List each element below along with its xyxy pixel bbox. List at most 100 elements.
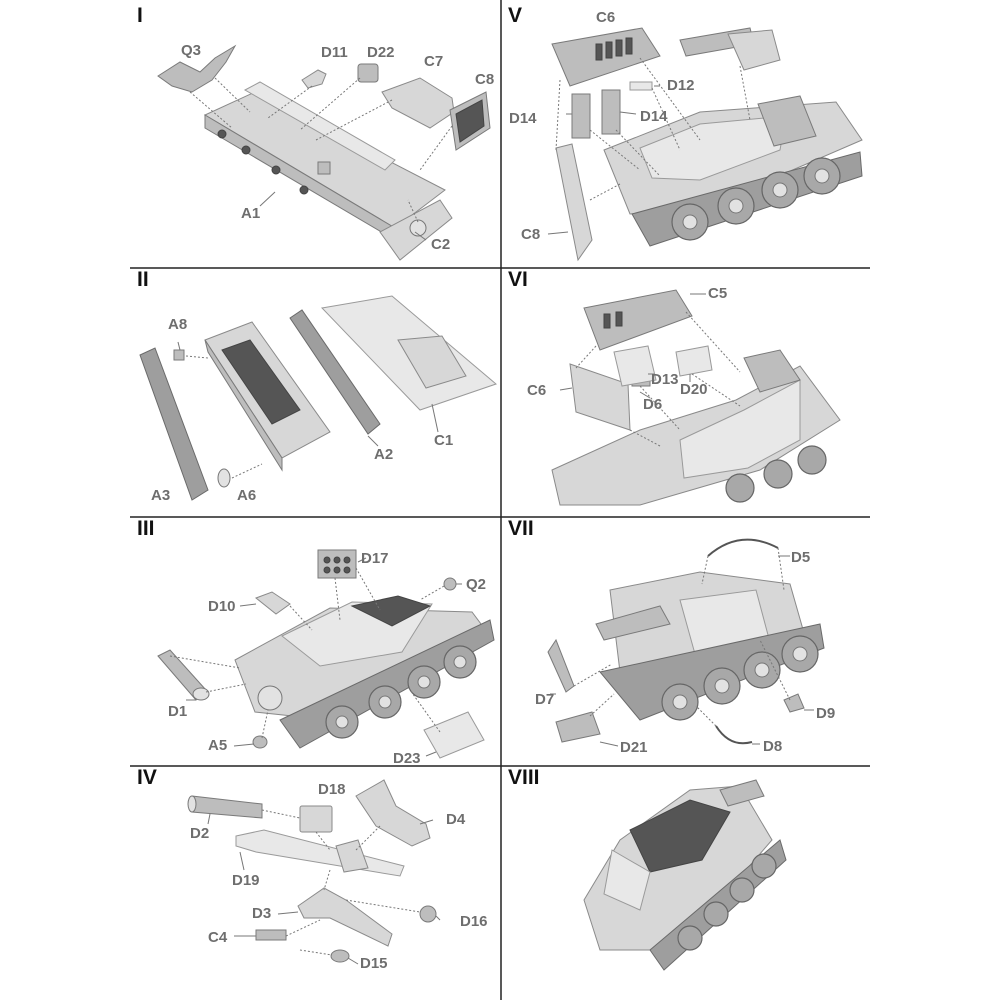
step-number: V: [508, 4, 522, 27]
label-d11: D11: [321, 44, 348, 61]
leader-lines-step-2: [177, 341, 439, 479]
part-d23-drawing: [423, 711, 485, 759]
step-number: I: [137, 4, 143, 27]
finished-vehicle-drawing: [583, 779, 787, 971]
part-d20-drawing: [675, 345, 713, 377]
step-6-panel: VI C5: [508, 268, 841, 506]
label-d15: D15: [360, 955, 388, 972]
part-d21-drawing: [555, 711, 601, 743]
part-c6-drawing: [551, 27, 661, 87]
step-3-panel: III: [137, 517, 495, 767]
leader-lines-step-4: [207, 809, 441, 965]
part-d7-drawing: [547, 638, 575, 693]
label-d23: D23: [393, 750, 421, 767]
part-a8-drawing: [173, 349, 185, 361]
track-a3-drawing: [139, 347, 209, 501]
leader-lines-step-1: [189, 77, 453, 241]
part-d2-drawing: [187, 795, 263, 819]
part-c7-drawing: [381, 77, 455, 129]
label-a3: A3: [151, 487, 170, 504]
step-number: III: [137, 517, 155, 540]
label-a2: A2: [374, 446, 393, 463]
label-q3: Q3: [181, 42, 201, 59]
label-d3: D3: [252, 905, 271, 922]
vehicle-drawing: [551, 349, 841, 506]
part-q2-drawing: [443, 577, 457, 591]
label-d20: D20: [680, 381, 708, 398]
label-d7: D7: [535, 691, 554, 708]
step-number: VII: [508, 517, 534, 540]
label-d14-left: D14: [509, 110, 537, 127]
label-c2: C2: [431, 236, 450, 253]
part-d10-drawing: [255, 591, 291, 615]
part-d5-drawing: [707, 538, 779, 557]
part-d18-drawing: [299, 805, 333, 833]
label-d21: D21: [620, 739, 648, 756]
part-d1-drawing: [157, 649, 210, 701]
label-d10: D10: [208, 598, 236, 615]
label-a1: A1: [241, 205, 260, 222]
label-c6: C6: [596, 9, 615, 26]
hull-floor-drawing: [203, 81, 446, 241]
track-a2-drawing: [289, 309, 381, 435]
label-d19: D19: [232, 872, 260, 889]
part-d9-drawing: [783, 693, 805, 713]
hull-drawing: [603, 95, 863, 247]
step-7-panel: VII: [508, 517, 835, 756]
label-c8: C8: [475, 71, 494, 88]
label-c4: C4: [208, 929, 228, 946]
leader-lines-step-3: [169, 557, 462, 757]
part-d17-drawing: [317, 549, 357, 579]
label-d2: D2: [190, 825, 209, 842]
part-d8-drawing: [715, 725, 753, 745]
label-c6: C6: [527, 382, 546, 399]
part-d22-drawing: [357, 63, 379, 83]
chassis-drawing: [234, 595, 495, 749]
label-d4: D4: [446, 811, 466, 828]
part-a6-drawing: [217, 468, 231, 488]
step-number: II: [137, 268, 149, 291]
label-d22: D22: [367, 44, 395, 61]
vehicle-drawing: [595, 571, 825, 721]
part-d14-drawing: [571, 89, 621, 139]
label-c5: C5: [708, 285, 727, 302]
gun-drawing: [679, 27, 781, 71]
part-c4-drawing: [255, 929, 287, 941]
part-d11-drawing: [301, 69, 327, 89]
step-number: VIII: [508, 766, 540, 789]
step-number: IV: [137, 766, 157, 789]
label-d6: D6: [643, 396, 662, 413]
part-d3-drawing: [297, 887, 393, 947]
label-d16: D16: [460, 913, 488, 930]
label-c1: C1: [434, 432, 453, 449]
leader-lines-step-6: [559, 293, 741, 447]
step-number: VI: [508, 268, 528, 291]
label-d14-right: D14: [640, 108, 668, 125]
part-c8-drawing: [555, 143, 593, 262]
part-d4-drawing: [355, 779, 431, 847]
part-d6-drawing: [613, 345, 657, 387]
label-a5: A5: [208, 737, 227, 754]
hull-drawing: [204, 321, 331, 472]
label-c7: C7: [424, 53, 443, 70]
label-d8: D8: [763, 738, 782, 755]
part-d16-drawing: [419, 905, 437, 923]
part-q3-drawing: [157, 44, 237, 93]
leader-lines-step-7: [550, 547, 814, 747]
part-d19-drawing: [235, 829, 405, 877]
label-d12: D12: [667, 77, 695, 94]
part-a5-drawing: [252, 735, 268, 749]
label-d5: D5: [791, 549, 810, 566]
step-5-panel: V: [508, 4, 863, 262]
part-d12-drawing: [629, 81, 653, 91]
part-c1-drawing: [320, 295, 497, 411]
part-c2-drawing: [379, 199, 453, 261]
part-d15-drawing: [330, 949, 350, 963]
label-d9: D9: [816, 705, 835, 722]
label-a6: A6: [237, 487, 256, 504]
label-d17: D17: [361, 550, 389, 567]
label-d13: D13: [651, 371, 679, 388]
label-a8: A8: [168, 316, 187, 333]
label-c8: C8: [521, 226, 540, 243]
